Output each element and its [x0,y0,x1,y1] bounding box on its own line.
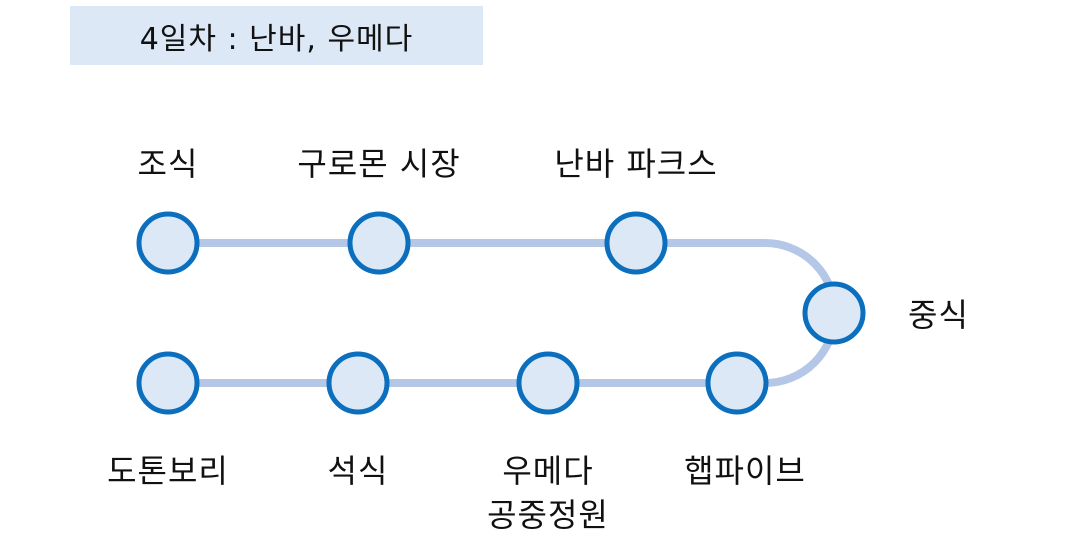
stop-label-namba-parks: 난바 파크스 [554,145,718,183]
stop-node-6 [516,351,580,415]
stop-label-dinner: 석식 [327,452,389,490]
stop-label-lunch: 중식 [908,296,969,334]
stop-label-kuromon-market: 구로몬 시장 [297,145,461,183]
day-title: 4일차 : 난바, 우메다 [70,6,483,65]
stop-node-2 [347,211,411,275]
stop-node-4 [802,281,866,345]
stop-label-dotonbori: 도톤보리 [107,452,229,490]
stop-label-hep-five: 햅파이브 [684,452,806,490]
stop-node-3 [604,211,668,275]
stop-label-umeda-sky-garden: 우메다 공중정원 [487,452,609,534]
stop-node-1 [136,211,200,275]
stop-node-8 [136,351,200,415]
stop-node-7 [326,351,390,415]
stop-nodes [136,211,866,415]
stop-node-5 [705,351,769,415]
stop-label-breakfast: 조식 [137,145,199,183]
